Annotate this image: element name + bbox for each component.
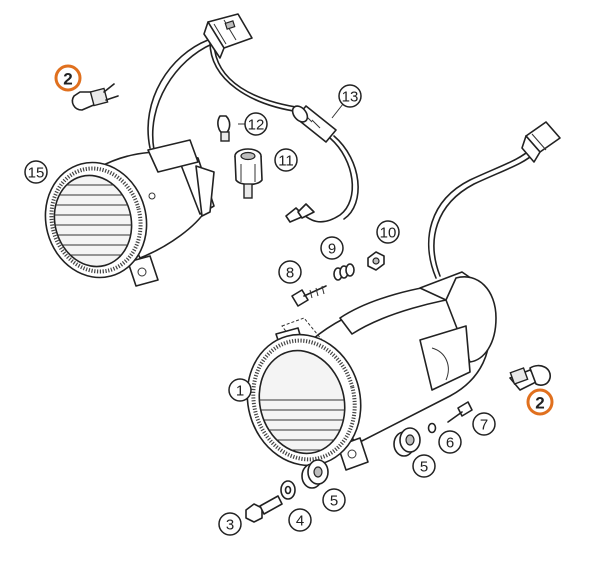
inline-fuse-holder — [291, 103, 344, 143]
callout-13: 13 — [338, 84, 362, 108]
large-headlight — [246, 271, 497, 471]
right-connector — [521, 121, 561, 163]
small-washer — [427, 422, 437, 434]
grommet-nut — [367, 251, 385, 271]
svg-text:8: 8 — [286, 265, 294, 282]
svg-text:13: 13 — [342, 89, 359, 106]
svg-text:5: 5 — [420, 459, 428, 476]
bolt — [245, 495, 283, 523]
callout-8: 8 — [278, 260, 302, 284]
callout-4: 4 — [288, 508, 312, 532]
upper-wiring-harness — [147, 39, 359, 223]
callout-5-lower: 5 — [322, 488, 346, 512]
callout-5-upper: 5 — [412, 454, 436, 478]
svg-text:6: 6 — [446, 435, 454, 452]
wire-terminals — [285, 203, 315, 223]
small-screw — [447, 401, 473, 423]
callout-2-right: 2 — [526, 388, 554, 416]
bulb-socket — [234, 148, 263, 199]
callout-2-left: 2 — [54, 64, 82, 92]
callout-9: 9 — [320, 236, 344, 260]
callout-15: 15 — [24, 160, 48, 184]
svg-text:11: 11 — [278, 153, 294, 170]
svg-text:12: 12 — [248, 117, 265, 134]
svg-text:4: 4 — [296, 513, 304, 530]
small-headlight — [44, 139, 215, 287]
upper-connector — [203, 13, 253, 59]
svg-text:1: 1 — [236, 383, 244, 400]
parking-bulb — [217, 115, 246, 142]
svg-text:5: 5 — [330, 493, 338, 510]
left-halogen-bulb — [71, 83, 119, 111]
callout-11: 11 — [274, 148, 298, 172]
svg-text:9: 9 — [328, 241, 336, 258]
callout-10: 10 — [376, 220, 400, 244]
callout-1: 1 — [228, 378, 252, 402]
callout-6: 6 — [438, 430, 462, 454]
svg-text:15: 15 — [28, 165, 45, 182]
callout-12: 12 — [244, 112, 268, 136]
rubber-grommet-lower — [301, 459, 329, 489]
callout-3: 3 — [218, 512, 242, 536]
rubber-grommet-upper — [393, 427, 421, 457]
right-wiring-harness — [428, 147, 537, 279]
right-halogen-bulb — [509, 364, 551, 391]
svg-text:2: 2 — [535, 394, 544, 413]
spring — [333, 263, 355, 281]
svg-text:2: 2 — [63, 70, 72, 89]
callout-7: 7 — [472, 412, 496, 436]
svg-text:10: 10 — [380, 225, 397, 242]
svg-text:3: 3 — [226, 517, 234, 534]
washer — [280, 480, 296, 500]
adjuster-screw — [291, 285, 327, 307]
svg-text:7: 7 — [480, 417, 488, 434]
